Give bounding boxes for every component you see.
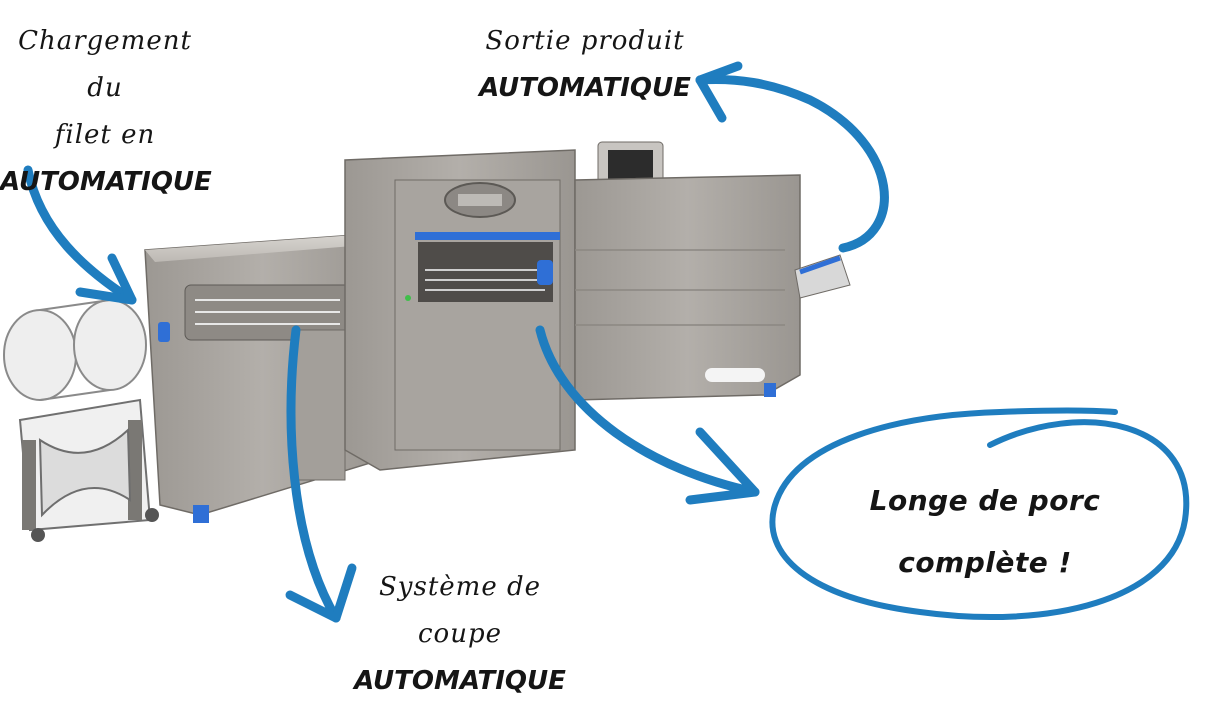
callout-text-line1: Longe de porc bbox=[869, 484, 1101, 517]
output-label-line2: AUTOMATIQUE bbox=[479, 73, 691, 103]
loading-label-line3: AUTOMATIQUE bbox=[0, 167, 212, 197]
loading-module bbox=[144, 234, 381, 523]
output-label: Sortie produit AUTOMATIQUE bbox=[470, 18, 700, 112]
callout-text: Longe de porc complète ! bbox=[820, 470, 1150, 594]
cutting-label-line2: coupe bbox=[418, 619, 502, 649]
arrow-cutting bbox=[285, 325, 357, 623]
cutting-label: Système de coupe AUTOMATIQUE bbox=[340, 564, 580, 705]
arrow-output bbox=[695, 61, 889, 253]
output-module bbox=[574, 174, 851, 401]
callout-text-line2: complète ! bbox=[898, 546, 1072, 579]
cutting-module bbox=[344, 149, 576, 471]
arrow-callout bbox=[535, 325, 760, 505]
output-label-line1: Sortie produit bbox=[485, 26, 685, 56]
cutting-label-line1: Système de bbox=[378, 572, 541, 602]
loading-label-line1: Chargement du bbox=[18, 26, 192, 103]
cutting-label-line3: AUTOMATIQUE bbox=[354, 666, 566, 696]
loading-label: Chargement du filet en AUTOMATIQUE bbox=[0, 18, 212, 206]
callout-bubble bbox=[769, 407, 1190, 620]
loading-label-line2: filet en bbox=[54, 120, 156, 150]
arrow-loading bbox=[23, 165, 137, 305]
loading-cart bbox=[3, 299, 159, 542]
